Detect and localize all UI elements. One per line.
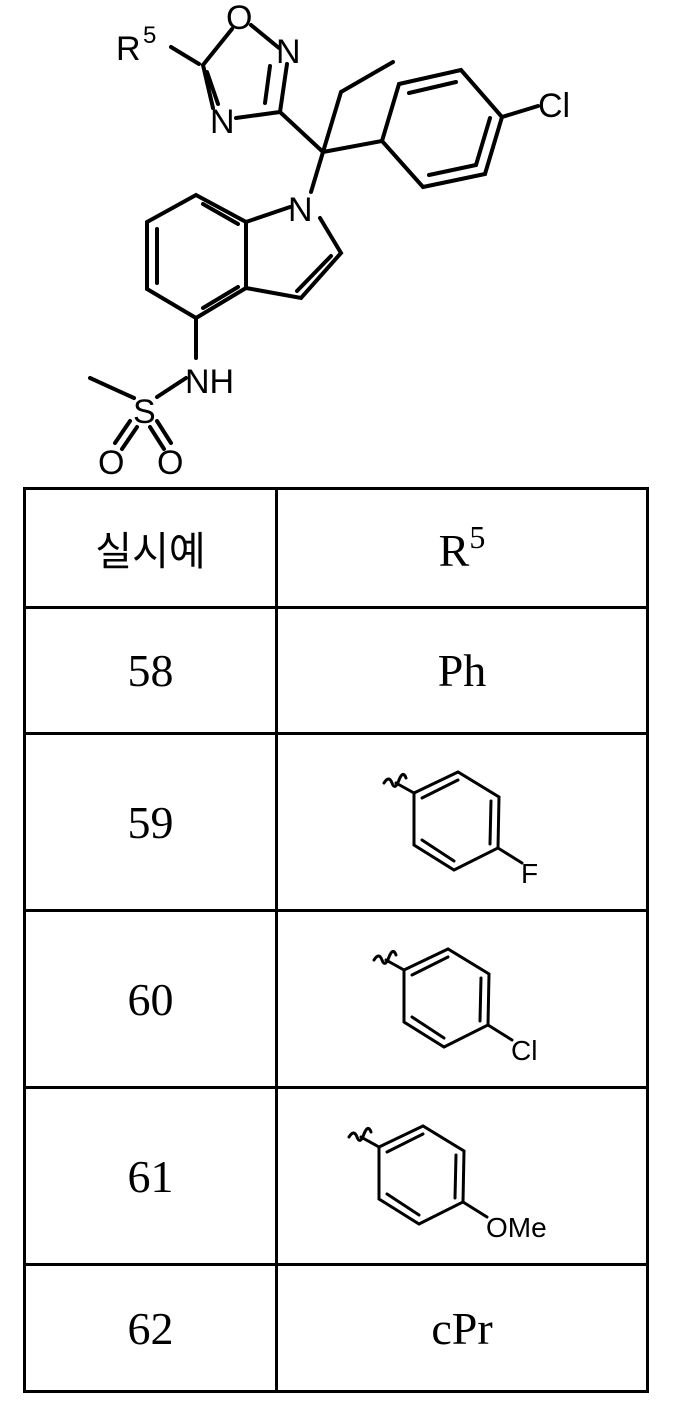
r5-superscript: 5 xyxy=(143,22,156,49)
header-r5-superscript: 5 xyxy=(469,519,485,555)
example-number: 58 xyxy=(128,645,174,696)
table-row: 61 OMe xyxy=(25,1088,648,1265)
oxygen-left-label: O xyxy=(98,444,124,482)
r5-cell: F xyxy=(277,734,648,911)
example-number-cell: 60 xyxy=(25,911,277,1088)
r5-label: R xyxy=(116,30,141,68)
indole-benzene-ring xyxy=(147,195,246,318)
oxadiazole-n-top-label: N xyxy=(276,33,301,71)
example-number: 60 xyxy=(128,974,174,1025)
example-number-cell: 62 xyxy=(25,1265,277,1392)
chlorophenyl-structure: Cl xyxy=(362,932,562,1067)
bond-nh-s xyxy=(157,378,186,397)
fluorophenyl-structure: F xyxy=(362,755,562,890)
wavy-attachment-icon xyxy=(349,1128,371,1140)
r5-bond xyxy=(171,47,199,64)
r5-text: Ph xyxy=(438,645,487,696)
phenyl-ring xyxy=(379,1126,464,1224)
table-row: 62 cPr xyxy=(25,1265,648,1392)
phenyl-ring xyxy=(404,949,489,1047)
r5-cell: Ph xyxy=(277,608,648,734)
example-number: 61 xyxy=(128,1151,174,1202)
r5-cell: OMe xyxy=(277,1088,648,1265)
phenyl-ring xyxy=(414,772,499,870)
nh-label: NH xyxy=(185,363,234,401)
bond-quaternary-phenyl xyxy=(323,141,382,152)
header-example: 실시예 xyxy=(25,489,277,608)
table-row: 60 Cl xyxy=(25,911,648,1088)
r5-text: cPr xyxy=(431,1303,492,1354)
chlorophenyl-ring xyxy=(382,70,502,187)
scaffold-structure: R 5 O N N Cl N NH S O O xyxy=(0,0,673,487)
r5-substituent-table: 실시예 R5 58 Ph 59 F xyxy=(23,487,649,1393)
oxadiazole-o-label: O xyxy=(226,0,252,37)
sulfur-label: S xyxy=(133,393,156,431)
fluoro-label: F xyxy=(521,858,538,889)
indole-n-label: N xyxy=(288,191,313,229)
methoxy-label: OMe xyxy=(486,1212,547,1243)
chloro-substituent-label: Cl xyxy=(511,1035,537,1066)
oxygen-right-label: O xyxy=(157,444,183,482)
methyl-group xyxy=(90,378,134,398)
table-row: 58 Ph xyxy=(25,608,648,734)
methoxyphenyl-structure: OMe xyxy=(337,1109,587,1244)
bond-c-cl xyxy=(502,106,538,117)
example-number-cell: 59 xyxy=(25,734,277,911)
wavy-attachment-icon xyxy=(374,951,396,963)
example-number: 59 xyxy=(128,797,174,848)
chloro-label: Cl xyxy=(538,87,570,125)
wavy-attachment-icon xyxy=(384,774,406,786)
table-row: 59 F xyxy=(25,734,648,911)
header-r5: R5 xyxy=(277,489,648,608)
header-r5-label: R xyxy=(439,525,470,576)
example-number-cell: 61 xyxy=(25,1088,277,1265)
table-header-row: 실시예 R5 xyxy=(25,489,648,608)
oxadiazole-n-bottom-label: N xyxy=(210,103,235,141)
example-number: 62 xyxy=(128,1303,174,1354)
example-number-cell: 58 xyxy=(25,608,277,734)
bond-c3-quaternary xyxy=(280,112,323,152)
r5-cell: cPr xyxy=(277,1265,648,1392)
header-example-label: 실시예 xyxy=(95,529,205,575)
bond-quaternary-indole-n xyxy=(311,152,323,192)
r5-cell: Cl xyxy=(277,911,648,1088)
